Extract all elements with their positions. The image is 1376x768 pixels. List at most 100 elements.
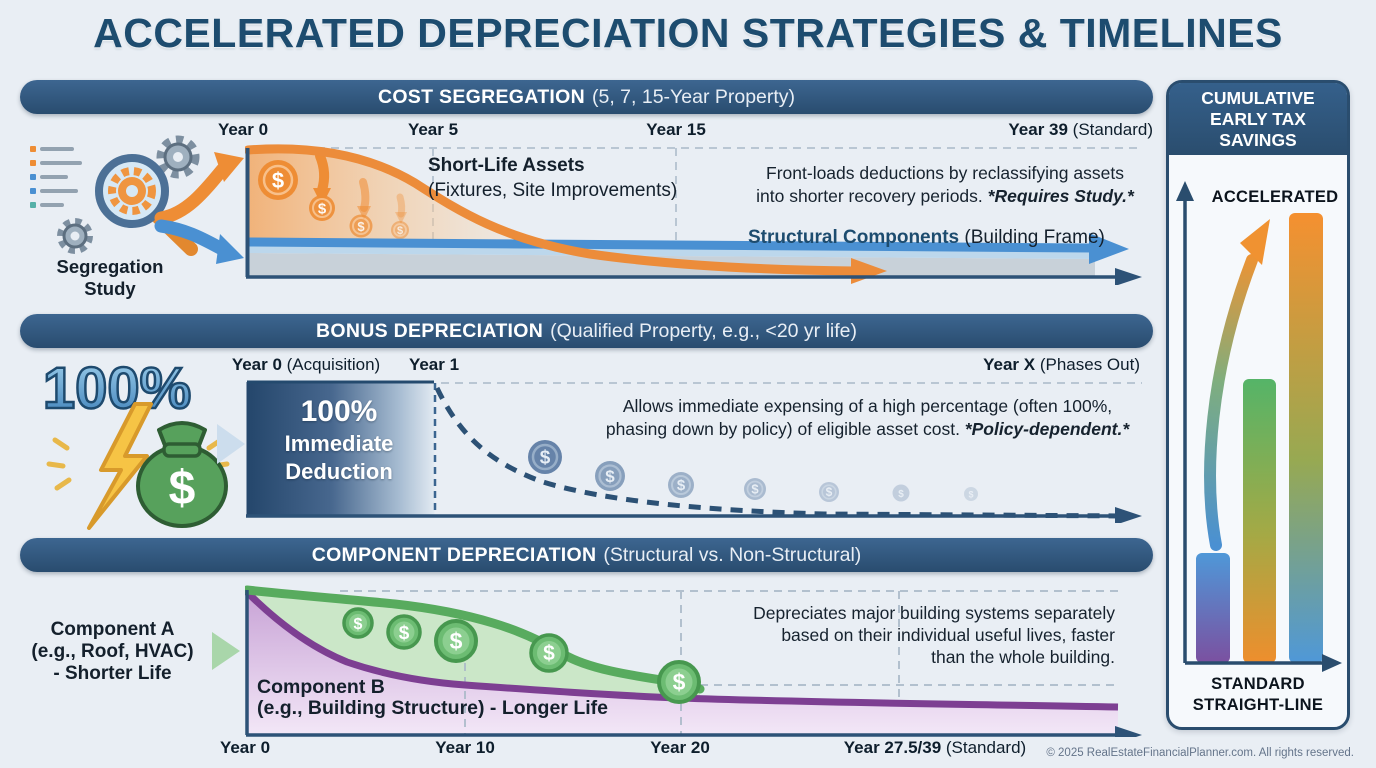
immediate-deduction-text: 100% Immediate Deduction <box>245 394 433 486</box>
svg-text:$: $ <box>673 669 686 695</box>
growth-arrowhead <box>1240 219 1270 265</box>
sec1-year0-label: Year 0 <box>217 120 269 139</box>
sec3-year10-label: Year 10 <box>435 738 495 757</box>
orange-dollar-coin-3: $ <box>349 214 373 238</box>
shortlife-label-sub: (Fixtures, Site Improvements) <box>428 180 678 201</box>
svg-text:$: $ <box>399 623 410 644</box>
svg-text:$: $ <box>272 168 284 193</box>
block-deduction: Deduction <box>285 459 393 484</box>
svg-text:$: $ <box>543 642 555 665</box>
component-a-line1: Component A <box>50 619 175 640</box>
immediate-deduction-block <box>246 382 435 516</box>
blue-arrowhead-icon <box>216 234 244 264</box>
sec3-description: Depreciates major building systems separ… <box>715 602 1115 668</box>
svg-text:$: $ <box>968 490 973 500</box>
sec3-desc-line2: based on their individual useful lives, … <box>781 625 1115 645</box>
sec2-year0-label: Year 0 (Acquisition) <box>206 355 406 375</box>
accelerated-savings-bar <box>1289 213 1323 663</box>
cumulative-savings-title: CUMULATIVE EARLY TAX SAVINGS <box>1169 83 1347 155</box>
orange-dollar-coin-2: $ <box>309 195 335 221</box>
sec2-axis-arrowhead <box>1115 507 1142 523</box>
shortlife-label: Short-Life Assets (Fixtures, Site Improv… <box>428 153 677 203</box>
segregation-study-icon <box>30 135 244 264</box>
structural-arrowhead <box>1089 233 1129 264</box>
standard-label-line2: STRAIGHT-LINE <box>1192 696 1324 714</box>
bonus-depreciation-chart: $ $ $ $ $ $ $ <box>246 380 1142 523</box>
section1-title: COST SEGREGATION <box>377 85 585 108</box>
sec3-axis-arrowhead <box>1115 726 1142 737</box>
panel-y-arrowhead <box>1176 181 1194 201</box>
bonus-100-percent-icon: 100% $ <box>42 355 245 530</box>
sec2-desc-line2-normal: phasing down by policy) of eligible asse… <box>605 419 965 439</box>
sec3-year0-label: Year 0 <box>219 738 271 757</box>
segregation-caption-line2: Study <box>84 278 136 299</box>
svg-text:$: $ <box>540 448 551 469</box>
svg-text:$: $ <box>397 225 403 237</box>
section2-title: BONUS DEPRECIATION <box>315 319 544 342</box>
sec1-year39-label: Year 39 (Standard) <box>948 120 1153 140</box>
standard-savings-bar <box>1196 553 1230 663</box>
accelerated-label: ACCELERATED <box>1211 188 1339 206</box>
shortlife-label-bold: Short-Life Assets <box>428 155 585 176</box>
growth-curve-arrow <box>1204 254 1258 551</box>
light-pointer-triangle <box>217 424 245 464</box>
sec3-year275-label: Year 27.5/39 (Standard) <box>810 738 1060 758</box>
svg-text:$: $ <box>826 485 833 499</box>
block-immediate: Immediate <box>284 431 394 456</box>
structural-line <box>247 237 1094 253</box>
cost-segregation-chart: $ $ $ $ <box>245 144 1143 285</box>
down-arrowhead-3 <box>395 212 407 224</box>
section-header-bonus-depreciation: BONUS DEPRECIATION (Qualified Property, … <box>20 314 1153 348</box>
hundred-percent-text: 100% <box>43 356 191 421</box>
sec1-gridlines <box>247 147 1143 277</box>
lightning-bolt-icon <box>87 402 153 530</box>
segregation-study-caption: Segregation Study <box>30 256 190 300</box>
svg-text:$: $ <box>357 219 365 234</box>
svg-text:$: $ <box>605 467 615 486</box>
orange-dollar-coin-1: $ <box>258 160 298 200</box>
standard-label-line1: STANDARD <box>1211 675 1305 693</box>
svg-text:$: $ <box>677 477 686 494</box>
mid-savings-bar <box>1243 379 1276 663</box>
component-a-label: Component A (e.g., Roof, HVAC) - Shorter… <box>15 619 210 685</box>
section3-title: COMPONENT DEPRECIATION <box>311 543 597 566</box>
orange-dollar-coin-4: $ <box>391 221 409 239</box>
fading-dollar-coins: $ $ $ $ $ $ $ <box>528 440 978 502</box>
component-b-area <box>247 592 1118 735</box>
structural-label-rest: (Building Frame) <box>959 227 1105 248</box>
svg-text:$: $ <box>898 489 904 500</box>
svg-text:$: $ <box>169 462 196 515</box>
segregation-caption-line1: Segregation <box>56 256 164 277</box>
structural-label-bold: Structural Components <box>748 227 960 248</box>
money-bag-icon: $ <box>136 421 228 528</box>
component-depreciation-chart: $ $ $ $ $ <box>245 585 1142 737</box>
panel-title-line2: EARLY TAX <box>1210 109 1306 129</box>
sec1-desc-line2-normal: into shorter recovery periods. <box>756 186 988 206</box>
component-a-curve <box>245 585 705 694</box>
section-header-component-depreciation: COMPONENT DEPRECIATION (Structural vs. N… <box>20 538 1153 572</box>
sec3-year275-bold: Year 27.5/39 <box>843 738 942 757</box>
sec2-desc-line1: Allows immediate expensing of a high per… <box>622 396 1113 416</box>
phase-down-dashed-curve <box>434 386 1131 519</box>
sec1-description: Front-loads deductions by reclassifying … <box>745 162 1145 208</box>
copyright-text: © 2025 RealEstateFinancialPlanner.com. A… <box>1046 747 1354 759</box>
svg-text:$: $ <box>318 201 327 218</box>
standard-straight-line-label: STANDARD STRAIGHT-LINE <box>1168 674 1348 716</box>
component-b-line1: Component B <box>257 676 385 698</box>
sec2-yearx-rest: (Phases Out) <box>1035 355 1140 374</box>
orange-arrowhead-icon <box>214 152 244 182</box>
component-a-line2: (e.g., Roof, HVAC) <box>31 641 194 662</box>
savings-comparison-chart <box>1176 181 1342 672</box>
sec2-year0-rest: (Acquisition) <box>281 355 381 374</box>
block-100-percent: 100% <box>300 395 378 428</box>
green-pointer-triangle <box>212 632 240 670</box>
green-dollar-coins: $ $ $ $ $ <box>342 607 701 704</box>
checklist-icon <box>30 146 82 208</box>
component-a-line3: - Shorter Life <box>53 663 172 684</box>
sec1-year39-bold: Year 39 <box>1008 120 1068 139</box>
component-b-curve <box>245 589 1119 711</box>
sec1-desc-line2-italic: *Requires Study.* <box>987 186 1134 206</box>
sec1-year39-rest: (Standard) <box>1067 120 1153 139</box>
sec3-year275-rest: (Standard) <box>941 738 1027 757</box>
sec2-yearx-label: Year X (Phases Out) <box>930 355 1140 375</box>
